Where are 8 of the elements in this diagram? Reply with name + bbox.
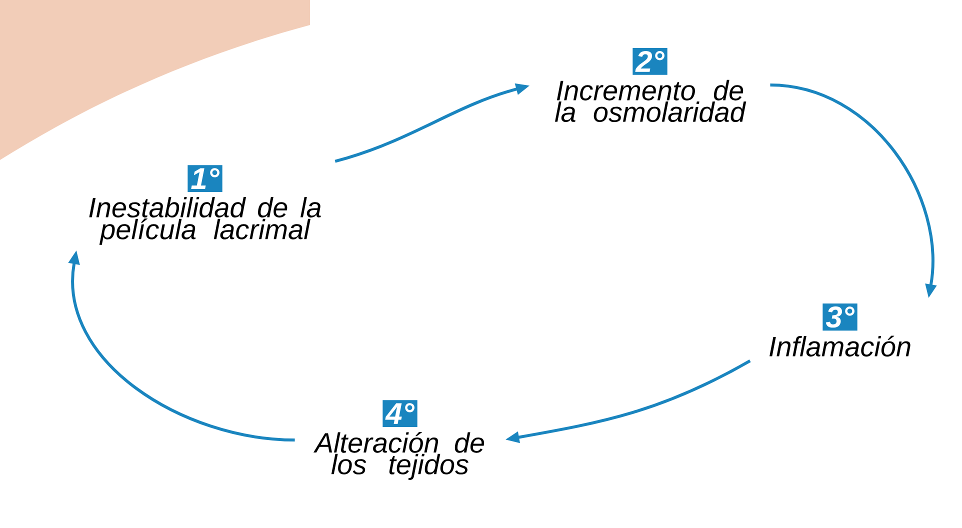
step-label: Alteración de los tejidos (313, 432, 484, 480)
step-label: Inestabilidad de la película lacrimal (89, 196, 321, 245)
number-badge: 3° (822, 303, 858, 331)
number-badge: 4° (382, 400, 418, 427)
step-label: Incremento de la osmolaridad (555, 80, 746, 122)
number-badge: 1° (188, 165, 222, 192)
number-badge: 2° (632, 48, 668, 75)
step-label: Inflamación (770, 336, 910, 357)
